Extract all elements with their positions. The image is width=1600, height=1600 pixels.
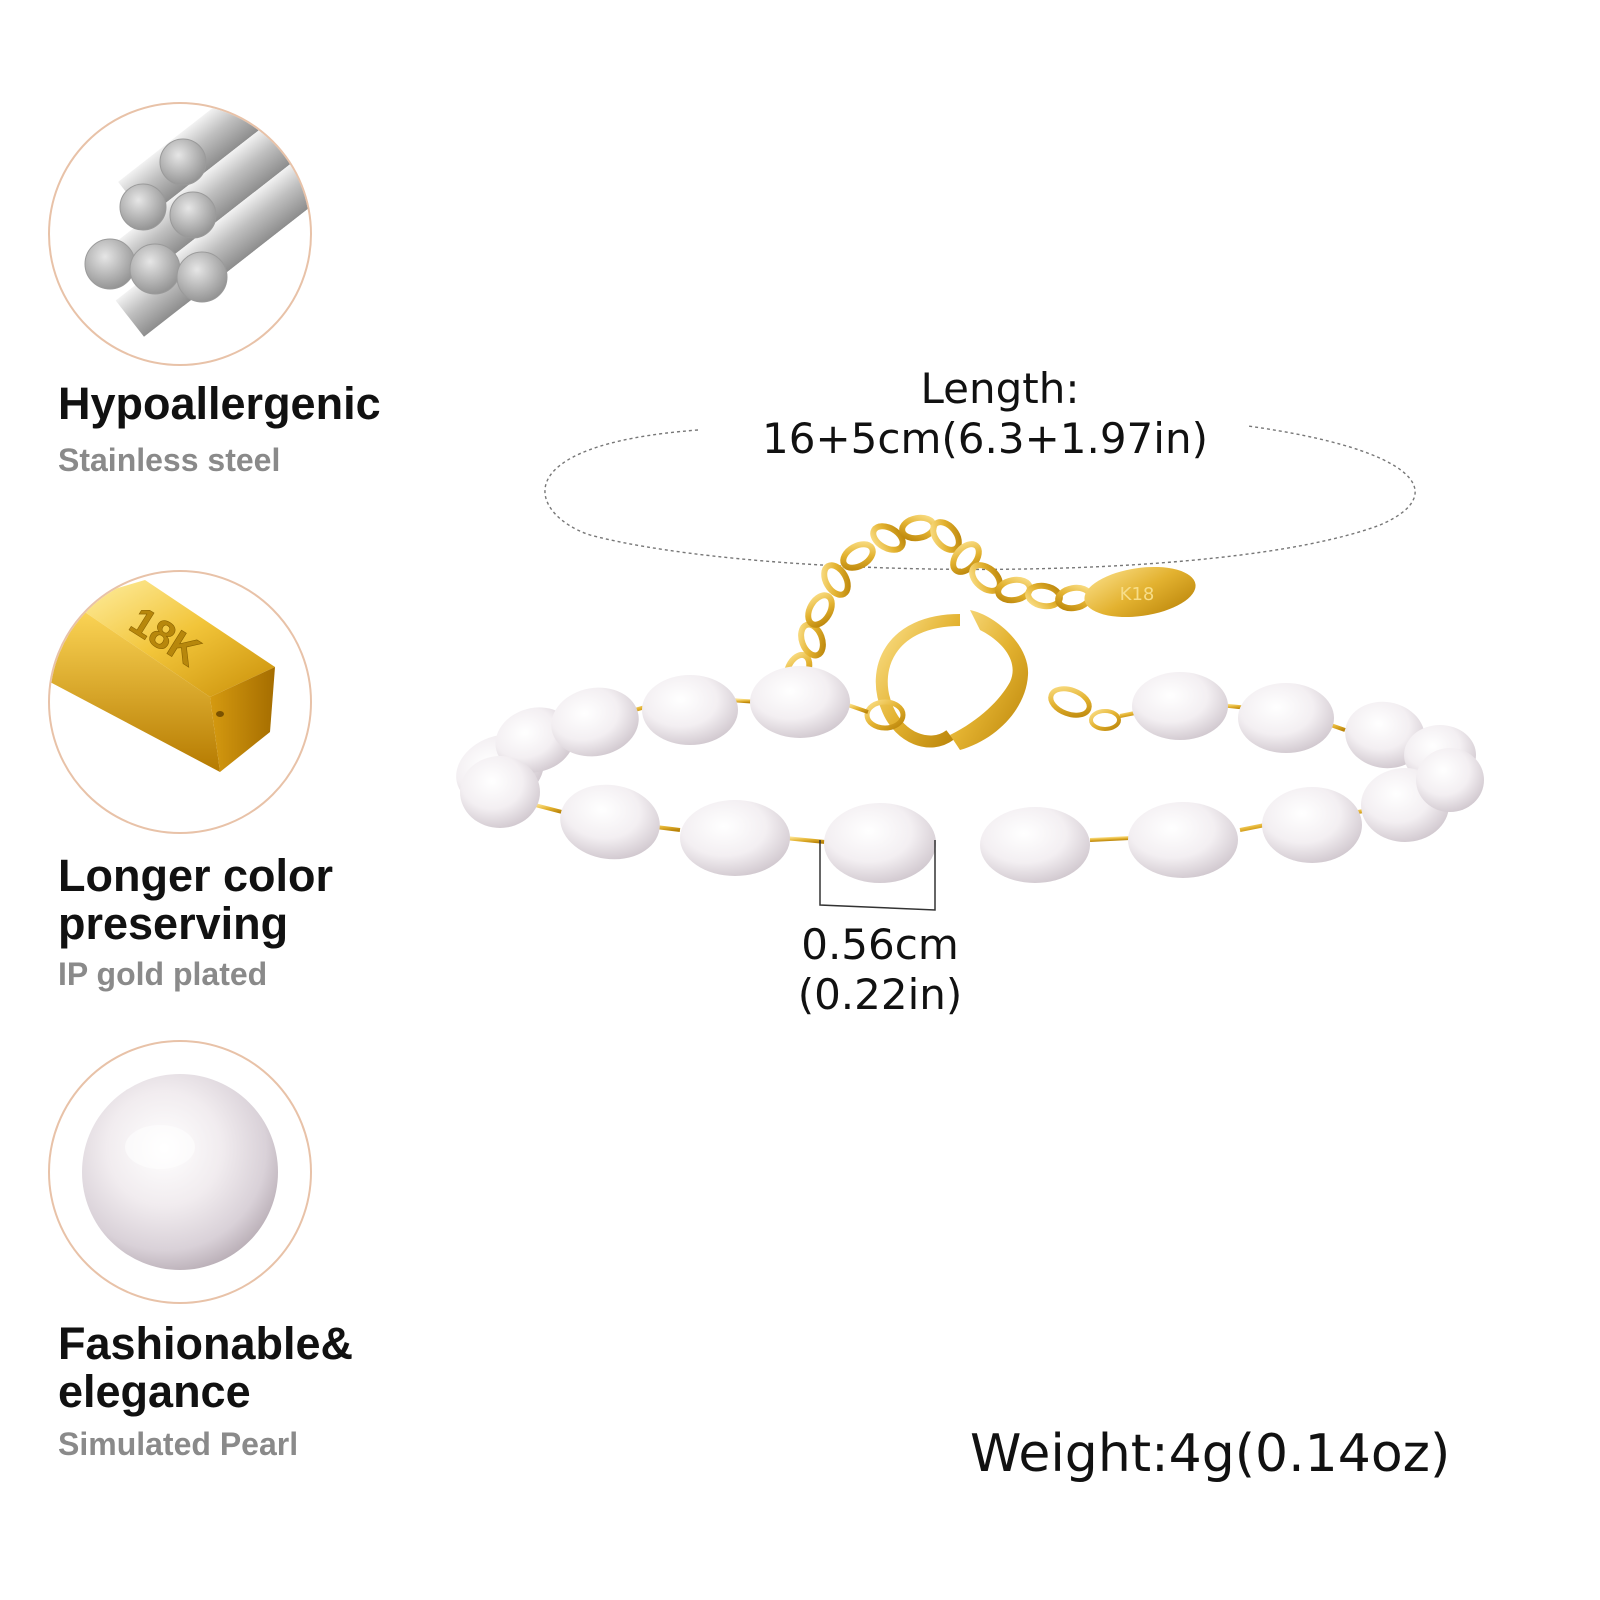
feature-subtitle-gold: IP gold plated [58, 956, 268, 992]
length-label: Length: [920, 364, 1080, 413]
feature-gold-circle: 18K [48, 570, 312, 834]
k18-tag [1084, 566, 1196, 618]
steel-rods-icon [84, 104, 310, 337]
bracelet-illustration: K18 [456, 425, 1484, 911]
weight-label: Weight:4g(0.14oz) [970, 1424, 1451, 1484]
feature-title-color-preserving: Longer color preserving [58, 850, 334, 949]
feature-pearl-circle [48, 1040, 312, 1304]
length-value: 16+5cm(6.3+1.97in) [762, 414, 1208, 463]
pearls-lower-row [460, 748, 1484, 883]
lobster-clasp [864, 610, 1121, 750]
feature-title-hypoallergenic: Hypoallergenic [58, 378, 381, 429]
feature-steel-circle [48, 102, 312, 366]
pearl-icon [82, 1074, 278, 1270]
pearl-size-cm: 0.56cm [801, 920, 959, 969]
feature-title-fashionable: Fashionable& elegance [58, 1318, 354, 1417]
k18-tag-label: K18 [1120, 584, 1155, 605]
pearl-size-bracket [819, 840, 936, 911]
pearl-size-in: (0.22in) [797, 970, 963, 1019]
feature-subtitle-steel: Stainless steel [58, 442, 281, 478]
feature-subtitle-pearl: Simulated Pearl [58, 1426, 299, 1462]
gold-bar-icon: 18K [50, 580, 275, 772]
extender-chain [779, 514, 1093, 721]
